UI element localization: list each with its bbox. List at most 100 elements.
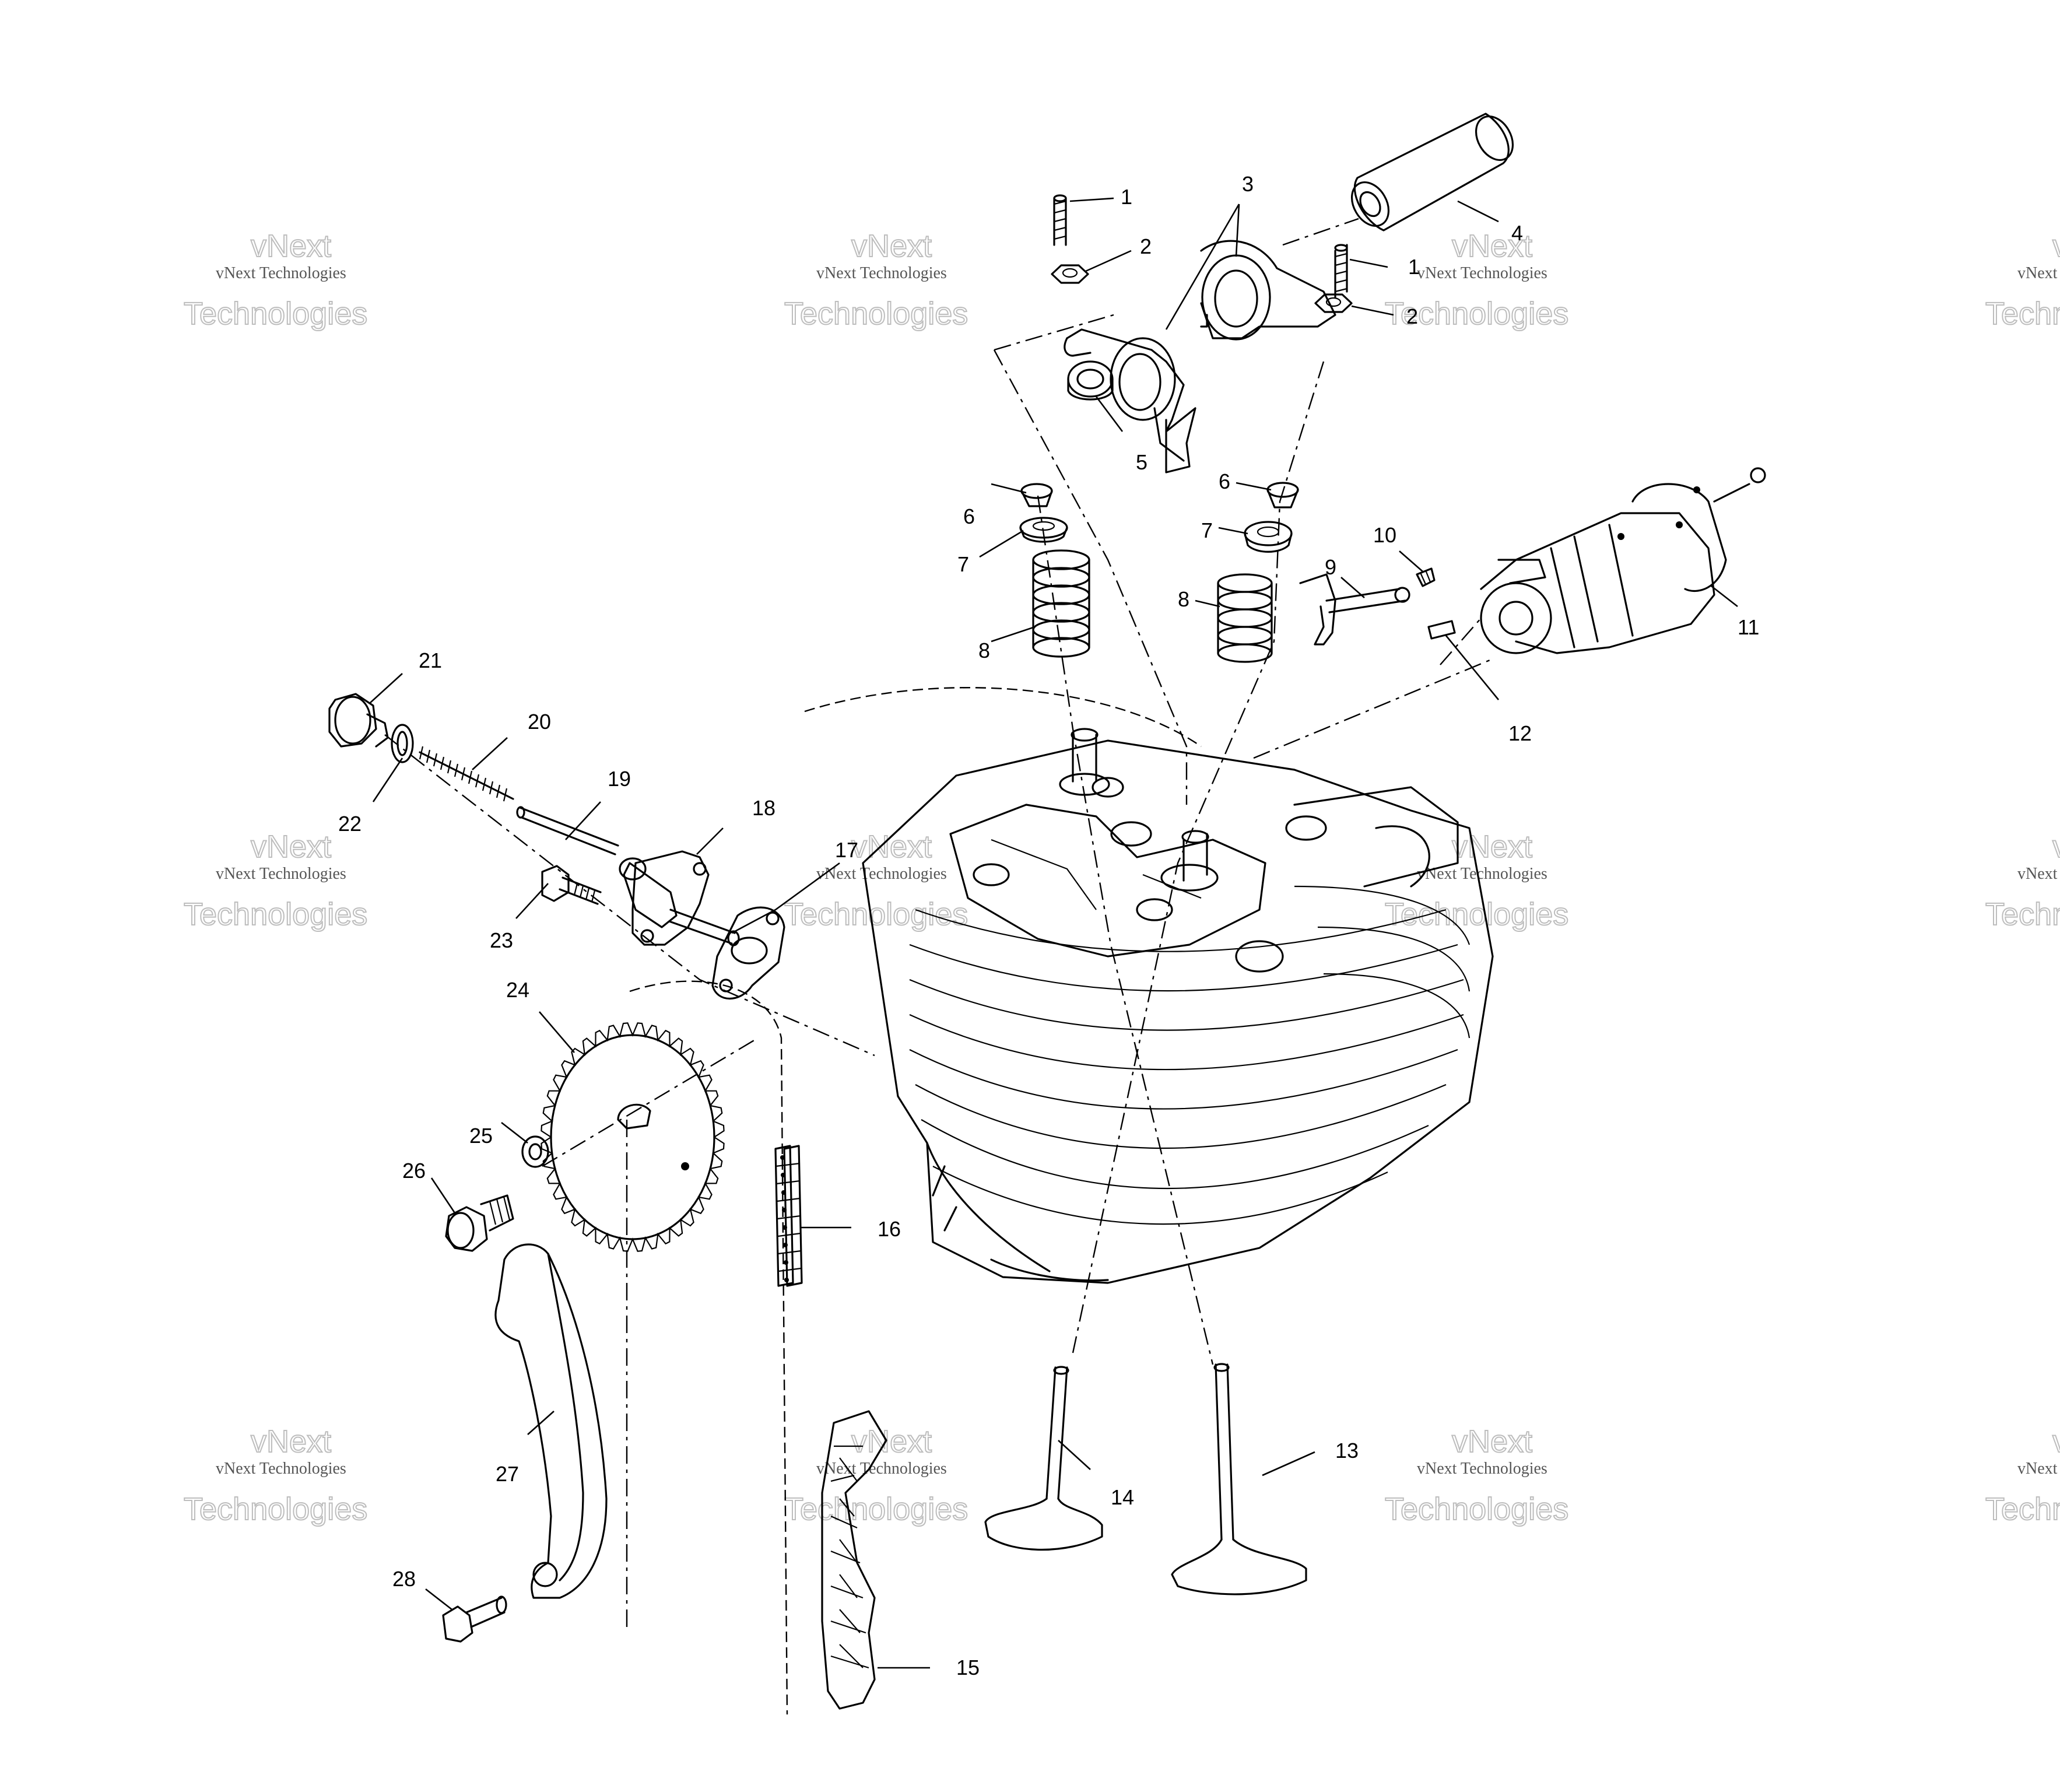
sprocket-mark <box>681 1162 689 1170</box>
leader-6b <box>1236 482 1272 491</box>
leader-19 <box>565 801 601 840</box>
watermark-word-top: vNext <box>851 1424 932 1459</box>
stud-thread <box>1054 200 1066 240</box>
rocker-arm-tip <box>1200 314 1208 328</box>
callout-2a: 2 <box>1140 234 1152 258</box>
bolt-shank <box>480 1194 514 1232</box>
valve-stem <box>1215 1363 1234 1541</box>
watermark-company: vNext Technologies <box>816 865 947 883</box>
callout-1b: 1 <box>1408 255 1420 279</box>
callout-12: 12 <box>1508 721 1532 745</box>
part-6-keeper-left <box>1020 483 1053 507</box>
head-edge-left <box>926 1142 1051 1272</box>
leader-14 <box>1058 1440 1091 1470</box>
part-8-spring-left <box>1032 549 1090 658</box>
bolt-thread <box>573 883 596 903</box>
watermark: vNext vNext Technologies Technologies <box>784 228 968 332</box>
leader-2b <box>1351 305 1394 316</box>
part-4-rocker-shaft <box>1350 113 1514 232</box>
spring-coil <box>1217 626 1273 646</box>
watermark-word-bottom: Technologies <box>1385 897 1568 932</box>
callout-15: 15 <box>956 1656 980 1679</box>
part-19-rod <box>516 806 619 855</box>
gasket-outline <box>711 906 785 1000</box>
washer-outer <box>1067 360 1114 398</box>
spring-coil <box>1032 584 1090 605</box>
callout-20: 20 <box>528 710 551 734</box>
spring-coil <box>1032 602 1090 623</box>
leader-24 <box>539 1011 575 1053</box>
callout-5: 5 <box>1136 450 1147 474</box>
callout-16: 16 <box>878 1217 901 1241</box>
callout-6a: 6 <box>963 504 975 528</box>
watermark-word-top: vNext <box>851 229 932 264</box>
leader-4 <box>1457 200 1499 223</box>
leader-lines <box>370 197 1738 1669</box>
chain-side <box>774 1145 794 1287</box>
valve-guide-exhaust-top <box>1181 830 1209 844</box>
head-fin-top <box>1375 825 1430 888</box>
callout-17: 17 <box>835 838 858 862</box>
cylinder-head <box>862 728 1494 1284</box>
watermark-word-top: vNext <box>2052 829 2060 864</box>
leader-23 <box>515 883 549 919</box>
blade-edge <box>547 1253 584 1581</box>
stud-thread <box>1335 253 1347 293</box>
spring-coil <box>1032 549 1090 570</box>
rod-body <box>519 806 619 855</box>
part-3-rocker-arm-right <box>1200 240 1336 341</box>
watermark-word-bottom: Technologies <box>184 1492 367 1527</box>
part-14-intake-valve <box>984 1366 1103 1551</box>
cooling-fin-right-3 <box>1323 973 1471 1039</box>
watermark-company: vNext Technologies <box>2017 865 2060 883</box>
spring-coil <box>1217 643 1273 663</box>
camshaft-notch <box>1497 559 1546 584</box>
chain-pin <box>783 1243 788 1247</box>
retainer-hole <box>1257 526 1280 538</box>
watermark-word-bottom: Technologies <box>784 1492 968 1527</box>
cooling-fin-7 <box>921 1119 1429 1189</box>
gasket-hole <box>719 979 733 993</box>
blade-body <box>494 1243 608 1599</box>
shaft-body <box>1353 113 1510 232</box>
watermark-company: vNext Technologies <box>816 1460 947 1478</box>
part-17-gasket <box>711 906 785 1000</box>
tensioner-hole <box>640 929 654 943</box>
cooling-fin-5 <box>909 1048 1458 1110</box>
watermark-word-bottom: Technologies <box>184 296 367 331</box>
chain-side <box>783 1145 803 1287</box>
part-3-rocker-arm-left <box>1064 328 1196 474</box>
decompressor-rod-end <box>1394 587 1410 603</box>
shaft-far-end <box>1475 115 1514 161</box>
watermark-word-bottom: Technologies <box>1985 296 2060 331</box>
leader-26 <box>430 1177 456 1214</box>
callout-19: 19 <box>608 767 631 791</box>
camshaft-sprocket-end <box>1480 582 1552 654</box>
leader-10 <box>1399 550 1423 572</box>
watermark-company: vNext Technologies <box>2017 264 2060 282</box>
part-28-pivot-bolt <box>442 1595 507 1643</box>
watermark: vNext vNext Technologies Technologies <box>1985 829 2060 932</box>
centerline-camshaft <box>1253 658 1493 759</box>
callout-13: 13 <box>1335 1439 1359 1463</box>
leader-1b <box>1349 258 1388 268</box>
head-cover-outline <box>804 687 1202 747</box>
spring-coil <box>1032 567 1090 588</box>
part-6-keeper-right <box>1266 482 1299 509</box>
stud-boss <box>1110 821 1152 847</box>
leader-18 <box>696 827 724 855</box>
camshaft-body <box>1480 512 1715 654</box>
callout-26: 26 <box>402 1159 426 1183</box>
head-cutout <box>932 1165 957 1232</box>
callout-24: 24 <box>506 978 529 1002</box>
callout-8b: 8 <box>1178 587 1189 611</box>
watermark-word-bottom: Technologies <box>1985 897 2060 932</box>
watermark: vNext vNext Technologies Technologies <box>1384 228 1569 332</box>
part-2-nut-left <box>1051 264 1089 284</box>
valve-head <box>984 1498 1103 1551</box>
stud-top <box>1053 194 1067 202</box>
leader-22 <box>372 758 403 802</box>
nut-hex <box>1314 293 1353 313</box>
cooling-fin-6 <box>915 1083 1447 1149</box>
watermark-word-top: vNext <box>251 1424 331 1459</box>
